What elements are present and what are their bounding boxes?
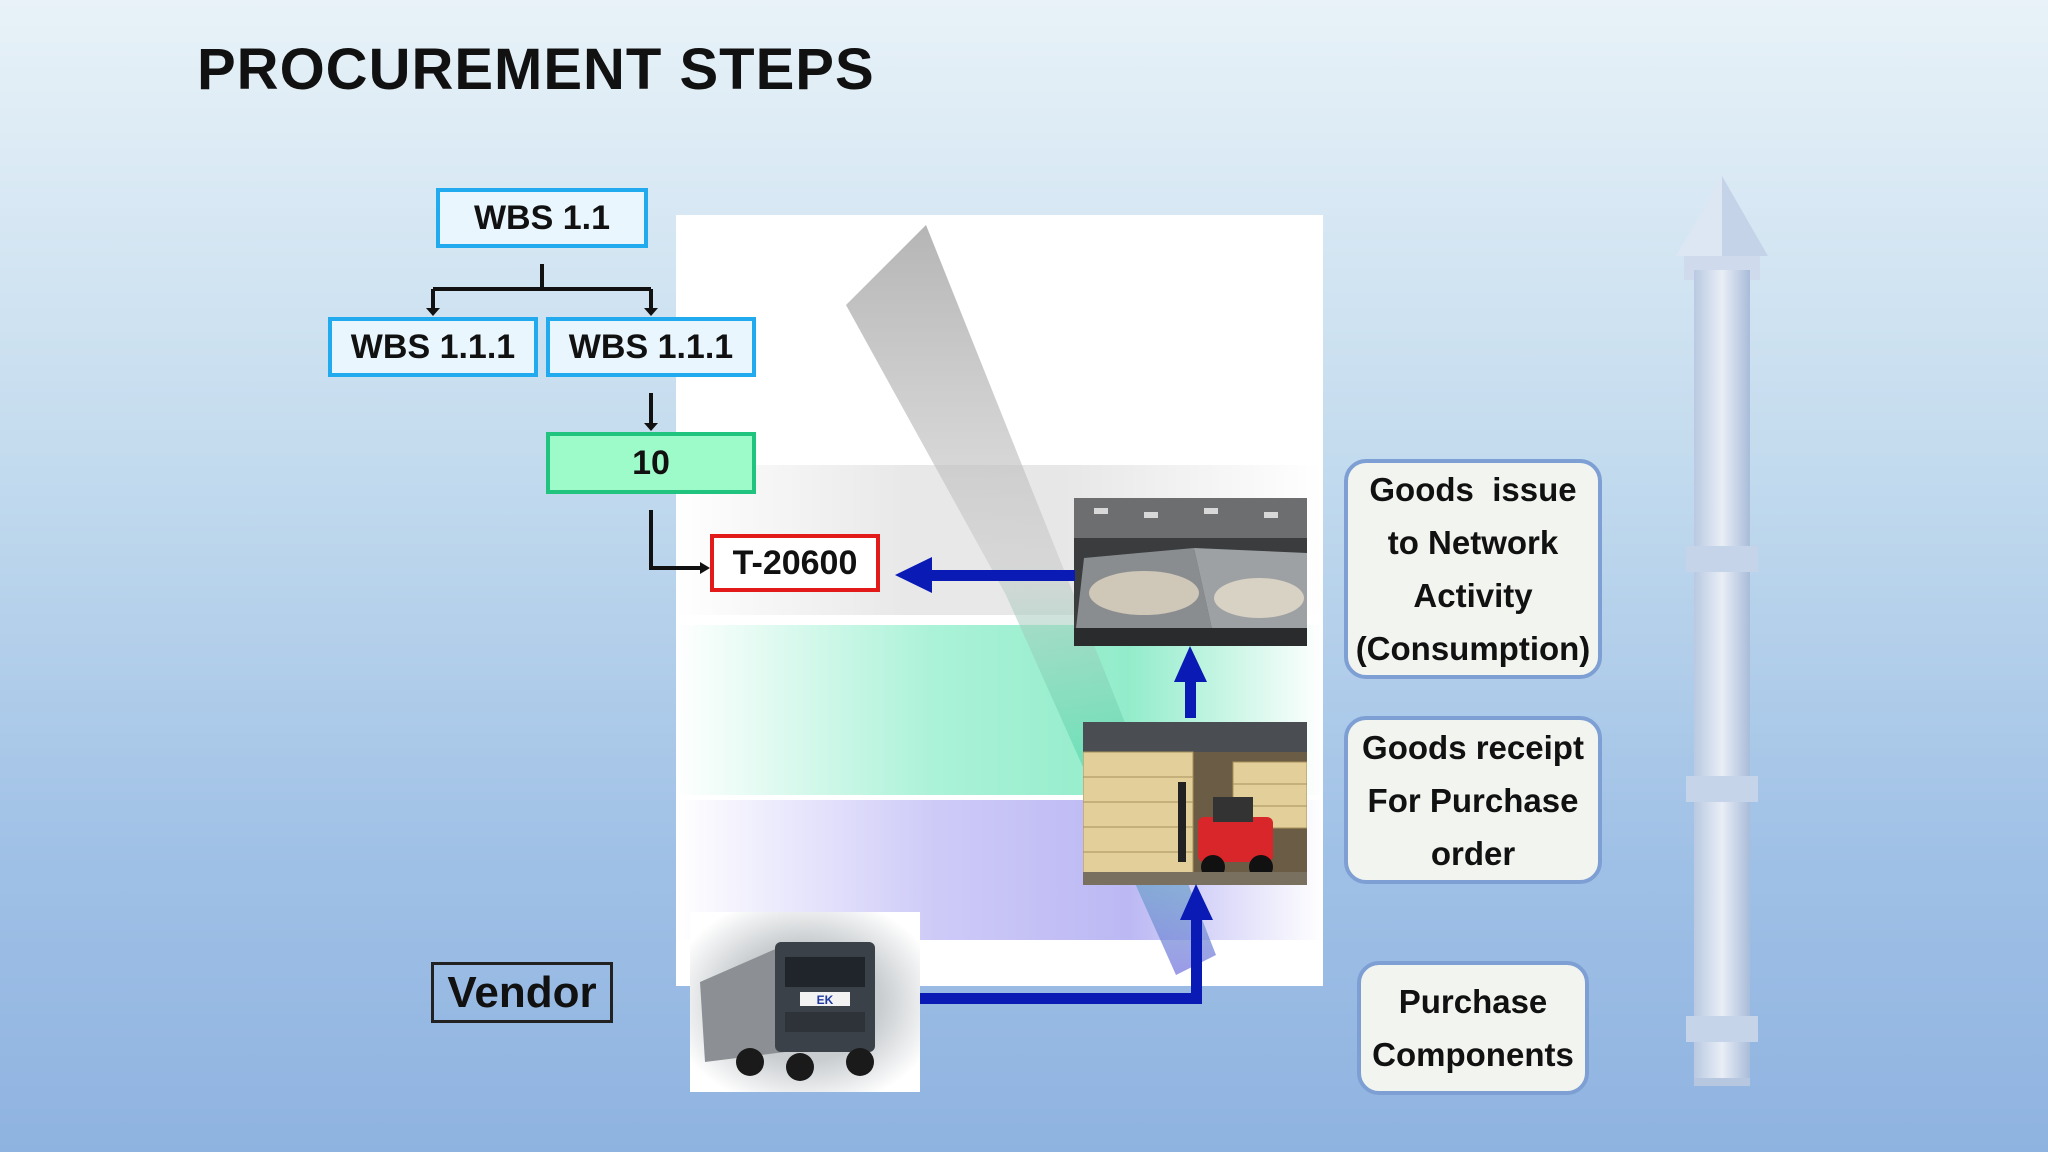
up-arrow-head-issue: [1174, 646, 1207, 682]
step-line: Activity: [1413, 577, 1533, 614]
network-activity-10-box: 10: [546, 432, 756, 494]
step-line: (Consumption): [1355, 630, 1591, 667]
step-line: Components: [1372, 1036, 1574, 1073]
up-arrow-head-receipt: [1180, 884, 1213, 920]
vendor-label: Vendor: [431, 962, 613, 1023]
purchase-components-step: Purchase Components: [1357, 961, 1589, 1095]
truck-photo: EK: [690, 912, 920, 1092]
step-line: Goods issue: [1369, 471, 1577, 508]
material-t-20600-box: T-20600: [710, 534, 880, 592]
step-line: Purchase: [1398, 983, 1548, 1020]
step-line: order: [1430, 834, 1516, 872]
page-title: PROCUREMENT STEPS: [197, 37, 875, 102]
warehouse-bins-photo: [1074, 498, 1307, 646]
truck-to-receipt-arrow-shaft: [920, 993, 1202, 1004]
step-line: to Network: [1387, 524, 1559, 561]
step-line: Goods receipt: [1362, 728, 1584, 766]
goods-receipt-step: Goods receipt For Purchase order: [1344, 716, 1602, 884]
svg-text:EK: EK: [817, 993, 834, 1007]
wbs-1-1-box: WBS 1.1: [436, 188, 648, 248]
forklift-pallets-photo: [1083, 722, 1307, 885]
step-line: For Purchase: [1367, 781, 1579, 819]
goods-issue-step: Goods issue to Network Activity (Consump…: [1344, 459, 1602, 679]
left-arrow-head-consumption: [895, 557, 932, 593]
progress-up-arrow-icon: [1676, 176, 1768, 1086]
wbs-1-1-1-left-box: WBS 1.1.1: [328, 317, 538, 377]
wbs-1-1-1-right-box: WBS 1.1.1: [546, 317, 756, 377]
